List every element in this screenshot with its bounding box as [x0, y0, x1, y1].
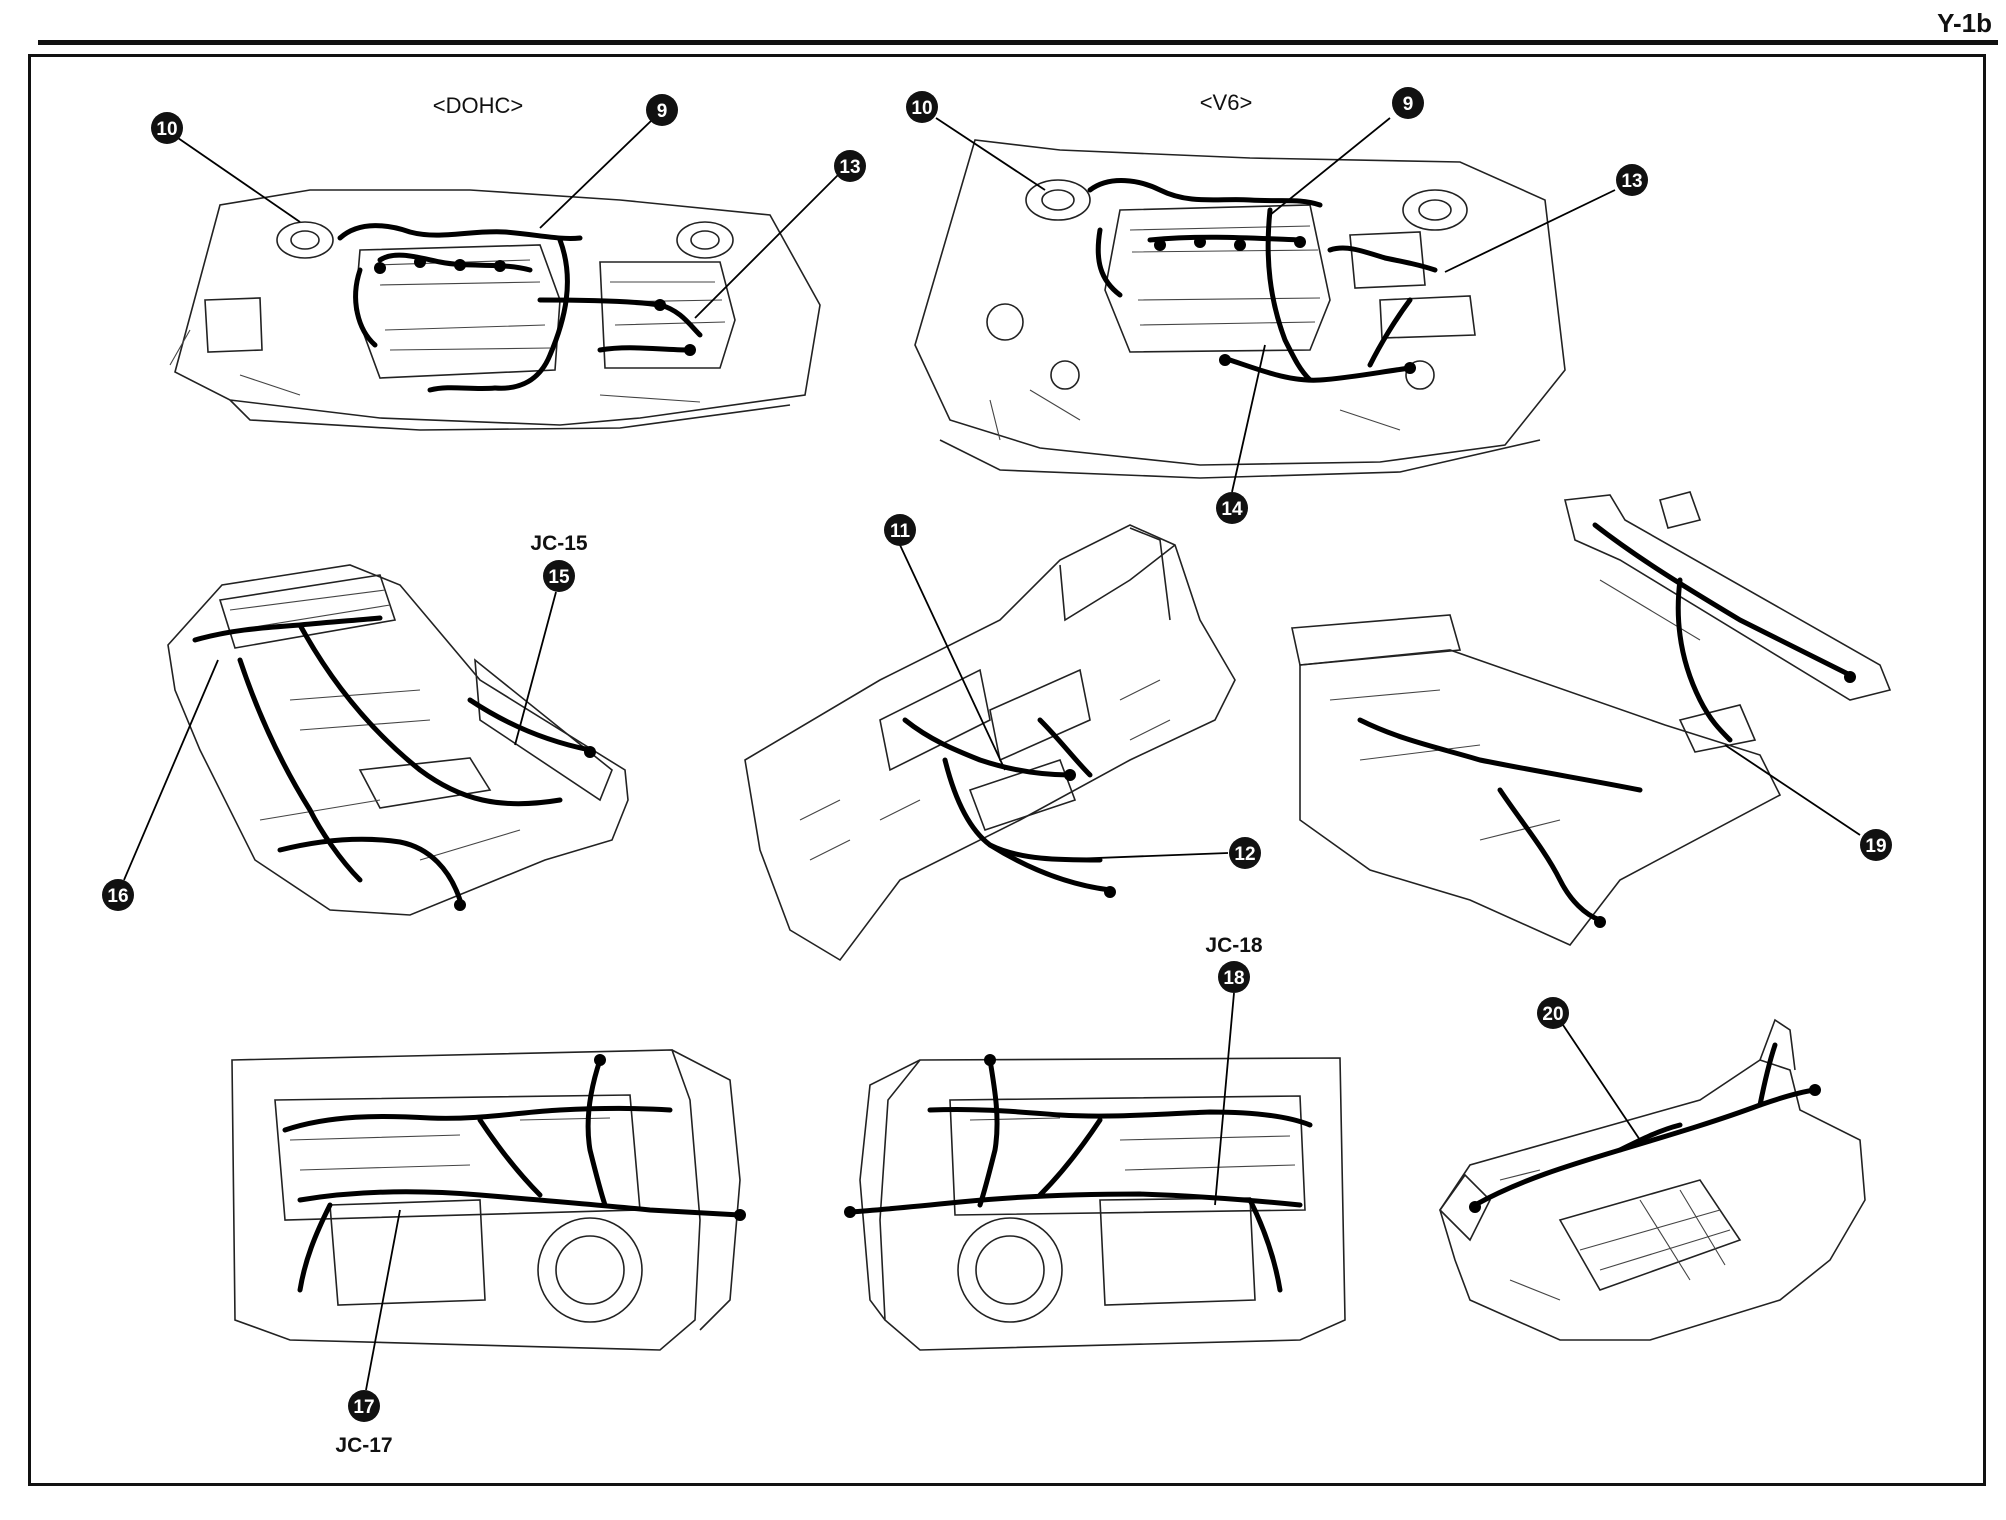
callout-10: 10 — [151, 112, 183, 144]
callout-11-label: 11 — [890, 521, 911, 542]
top-rule — [38, 40, 1998, 45]
page-code: Y-1b — [1937, 8, 1992, 38]
callout-14: 14 — [1216, 492, 1248, 524]
jc18-label: JC-18 — [1205, 934, 1263, 957]
callout-9-v6: 9 — [1392, 87, 1424, 119]
callout-9-v6-label: 9 — [1403, 94, 1414, 115]
callout-11: 11 — [884, 514, 916, 546]
jc15-label: JC-15 — [530, 532, 588, 555]
diagram-frame — [28, 54, 1986, 1486]
label-dohc: <DOHC> — [433, 93, 523, 118]
callout-20-label: 20 — [1542, 1004, 1563, 1025]
callout-13-v6: 13 — [1616, 164, 1648, 196]
callout-10-label: 10 — [156, 119, 177, 140]
leader-lines — [123, 117, 1861, 1391]
callout-20: 20 — [1537, 997, 1569, 1029]
callout-19-label: 19 — [1865, 836, 1886, 857]
callout-10-v6: 10 — [906, 91, 938, 123]
right-door-harness — [844, 1054, 1346, 1351]
callout-14-label: 14 — [1221, 499, 1243, 520]
callout-18-label: 18 — [1223, 968, 1244, 989]
callout-15: 15 — [543, 560, 575, 592]
callout-13-label: 13 — [839, 157, 860, 178]
v6-engine-bay: <V6> — [914, 90, 1566, 479]
callout-13-v6-label: 13 — [1621, 171, 1642, 192]
callout-10-v6-label: 10 — [911, 98, 932, 119]
callout-18: 18 — [1218, 961, 1250, 993]
dohc-engine-bay: <DOHC> — [169, 93, 821, 431]
floor-harness — [167, 564, 629, 916]
callout-19: 19 — [1860, 829, 1892, 861]
left-door-harness — [231, 1049, 746, 1351]
body-harness — [1291, 491, 1892, 946]
trunk-harness — [1438, 1018, 1866, 1341]
label-v6: <V6> — [1200, 90, 1253, 115]
callout-16: 16 — [102, 879, 134, 911]
callout-15-label: 15 — [548, 567, 570, 588]
cowl-harness — [744, 524, 1236, 962]
callout-17: 17 — [348, 1390, 380, 1422]
callout-12-label: 12 — [1234, 844, 1255, 865]
callout-9: 9 — [646, 94, 678, 126]
callout-17-label: 17 — [353, 1397, 374, 1418]
jc17-label: JC-17 — [335, 1434, 392, 1457]
callout-9-label: 9 — [657, 101, 668, 122]
callout-13: 13 — [834, 150, 866, 182]
callout-16-label: 16 — [107, 886, 128, 907]
callout-12: 12 — [1229, 837, 1261, 869]
